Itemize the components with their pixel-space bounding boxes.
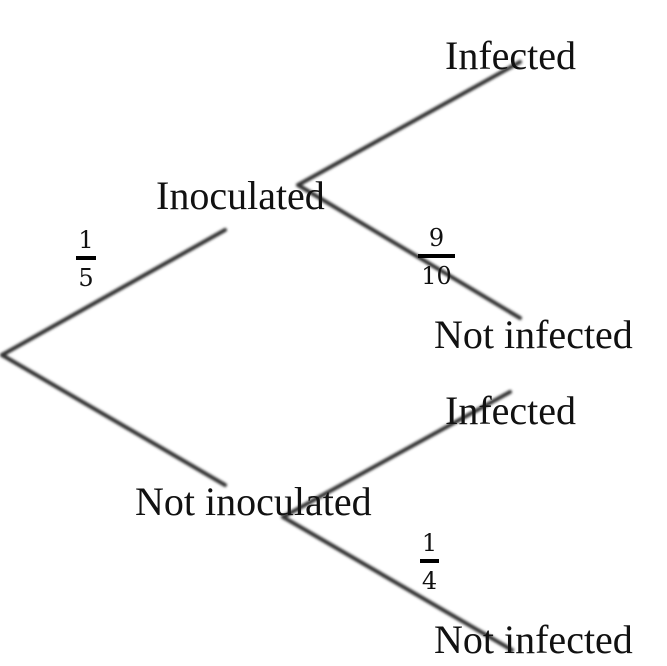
numerator: 1 (421, 529, 438, 557)
numerator: 9 (428, 224, 445, 252)
branch-inoculated-to-infected (296, 60, 522, 187)
branch-root-to-inoculated (0, 228, 227, 357)
fraction-bar (76, 256, 96, 260)
label-inoculated-not-infected: Not infected (434, 312, 633, 357)
denominator: 5 (78, 264, 94, 292)
probability-root-to-inoculated: 1 5 (76, 228, 96, 290)
denominator: 4 (421, 567, 438, 595)
label-not-inoculated: Not inoculated (135, 479, 372, 524)
fraction-bar (418, 254, 455, 258)
branch-root-to-not-inoculated (0, 353, 227, 487)
probability-inoculated-to-not-infected: 9 10 (418, 226, 455, 288)
probability-not-inoculated-to-not-infected: 1 4 (420, 531, 439, 593)
denominator: 10 (421, 262, 452, 290)
branch-not-inoculated-to-not-infected (281, 515, 514, 652)
label-inoculated-infected: Infected (445, 33, 577, 78)
label-not-inoculated-infected: Infected (445, 388, 577, 433)
fraction-bar (420, 559, 439, 563)
numerator: 1 (78, 226, 94, 254)
branch-not-inoculated-to-infected (281, 390, 512, 519)
label-inoculated: Inoculated (156, 173, 325, 218)
branch-inoculated-to-not-infected (296, 183, 522, 320)
label-not-inoculated-not-infected: Not infected (434, 617, 633, 662)
